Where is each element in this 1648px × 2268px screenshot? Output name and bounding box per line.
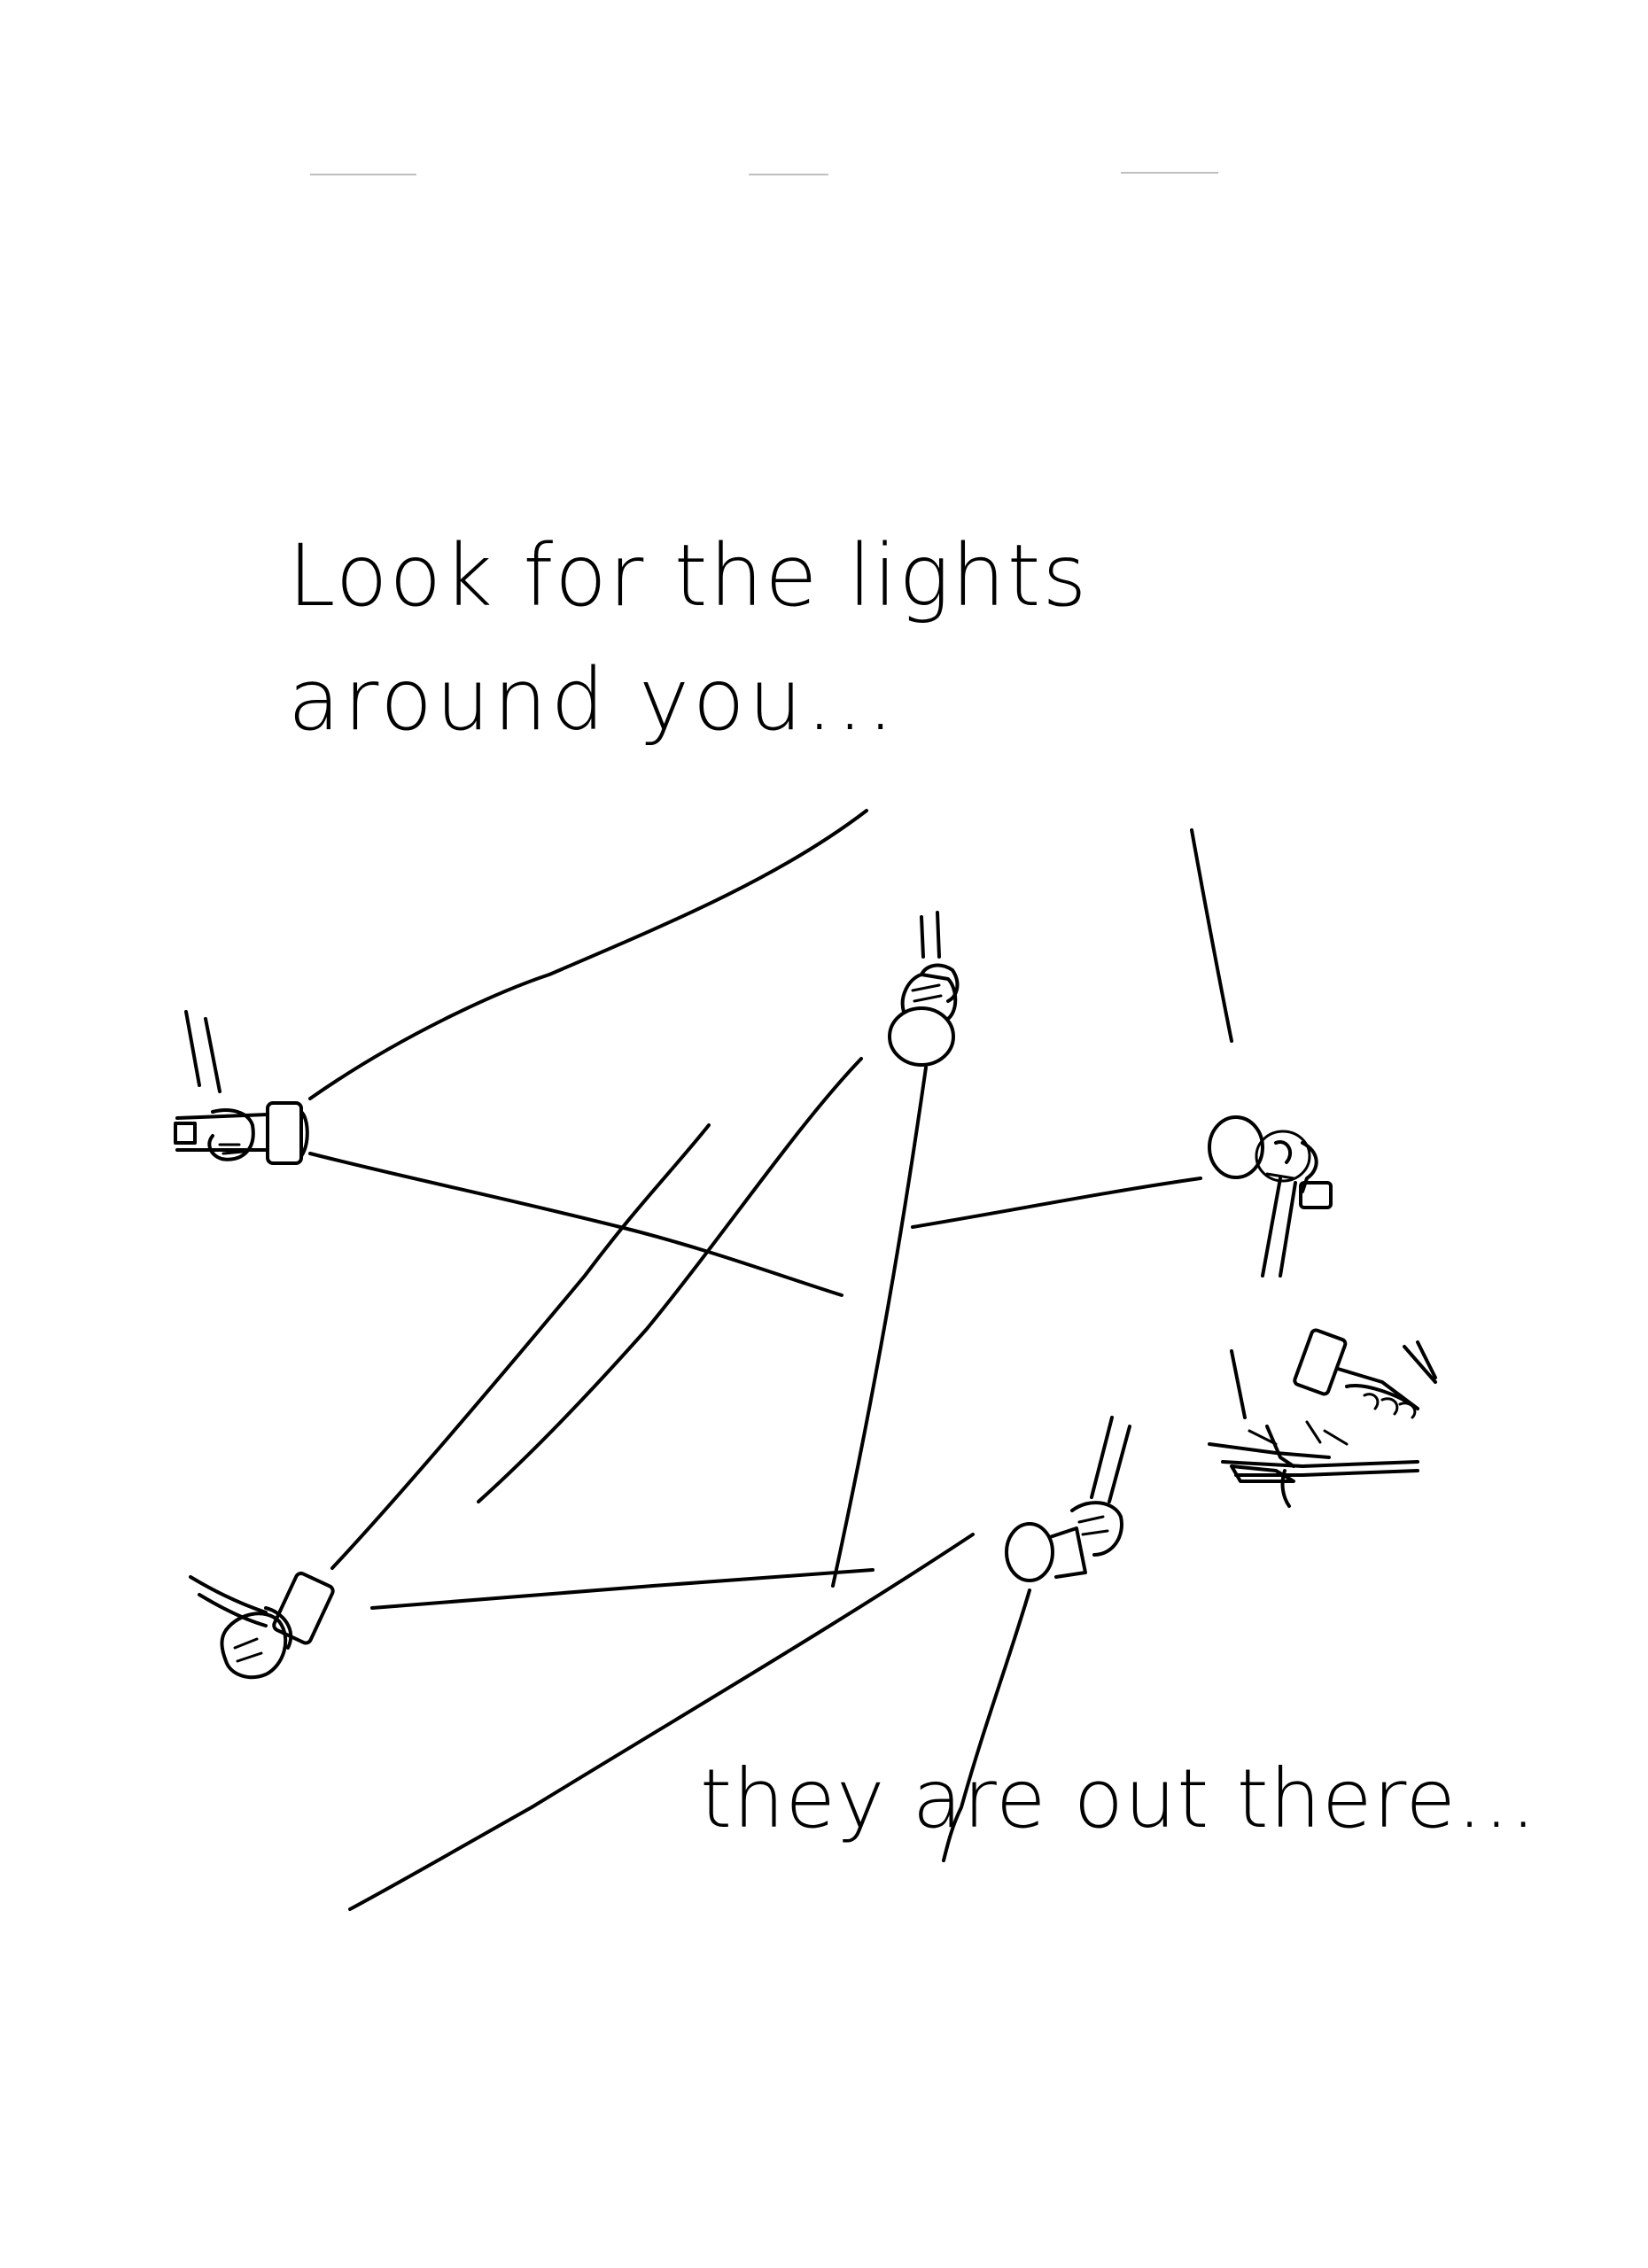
flashlight-on-ground — [1208, 1328, 1437, 1508]
flashlight-hand-bottom — [1005, 1416, 1131, 1582]
flashlight-hand-right — [1208, 1115, 1333, 1278]
beam-line — [308, 809, 868, 1100]
scan-mark — [749, 174, 828, 175]
beam-line — [911, 1177, 1202, 1229]
flashlight-hand-left — [174, 1010, 309, 1165]
beam-line — [942, 1588, 1031, 1862]
light-beams — [308, 809, 1233, 1911]
flashlight-hand-bottom-left — [189, 1571, 335, 1680]
flashlight-hand-top — [888, 911, 960, 1067]
beam-line — [477, 1057, 863, 1503]
beam-line — [330, 1123, 711, 1570]
caption-top-line1: Look for the lights — [288, 526, 1089, 625]
beam-line — [348, 1533, 975, 1911]
scan-mark — [1121, 172, 1218, 174]
caption-bottom: they are out there... — [700, 1751, 1537, 1846]
beam-line — [370, 1568, 875, 1610]
caption-top-line2: around you... — [288, 650, 898, 750]
beam-line — [1190, 828, 1233, 1043]
beam-line — [308, 1152, 843, 1297]
beam-line — [831, 1066, 928, 1588]
scan-mark — [310, 174, 416, 175]
